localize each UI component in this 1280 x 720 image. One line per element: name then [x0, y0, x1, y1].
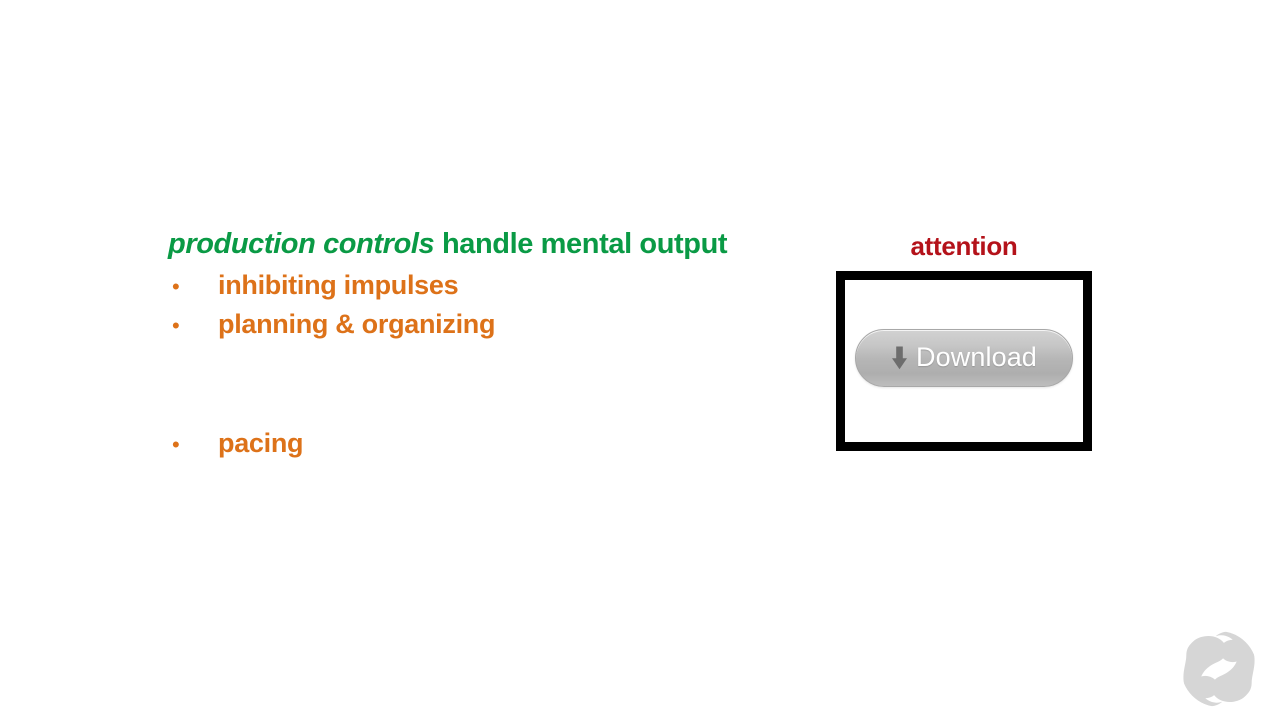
page-title: production controls handle mental output	[168, 228, 828, 262]
bullet-dot-icon: •	[172, 273, 180, 299]
heading-rest: handle mental output	[434, 228, 728, 260]
list-item-label: planning & organizing	[218, 308, 496, 339]
download-arrow-icon	[892, 346, 908, 370]
callout-title: attention	[910, 231, 1018, 261]
download-button-label: Download	[916, 342, 1037, 373]
callout-frame: Download	[836, 270, 1092, 451]
heading-emphasis: production controls	[168, 228, 435, 260]
attention-callout: attention Download	[836, 232, 1092, 451]
bullet-dot-icon: •	[172, 431, 180, 457]
bullet-list: • inhibiting impulses • planning & organ…	[168, 270, 828, 467]
content-block: production controls handle mental output…	[168, 228, 828, 467]
list-item: • inhibiting impulses	[168, 270, 828, 309]
list-item-label: pacing	[218, 427, 304, 458]
list-item-label: inhibiting impulses	[218, 269, 459, 300]
list-item: • pacing	[168, 428, 828, 467]
list-item: • planning & organizing	[168, 309, 828, 348]
slideshare-logo	[1183, 631, 1255, 707]
bullet-dot-icon: •	[172, 312, 180, 338]
download-button[interactable]: Download	[855, 328, 1073, 387]
